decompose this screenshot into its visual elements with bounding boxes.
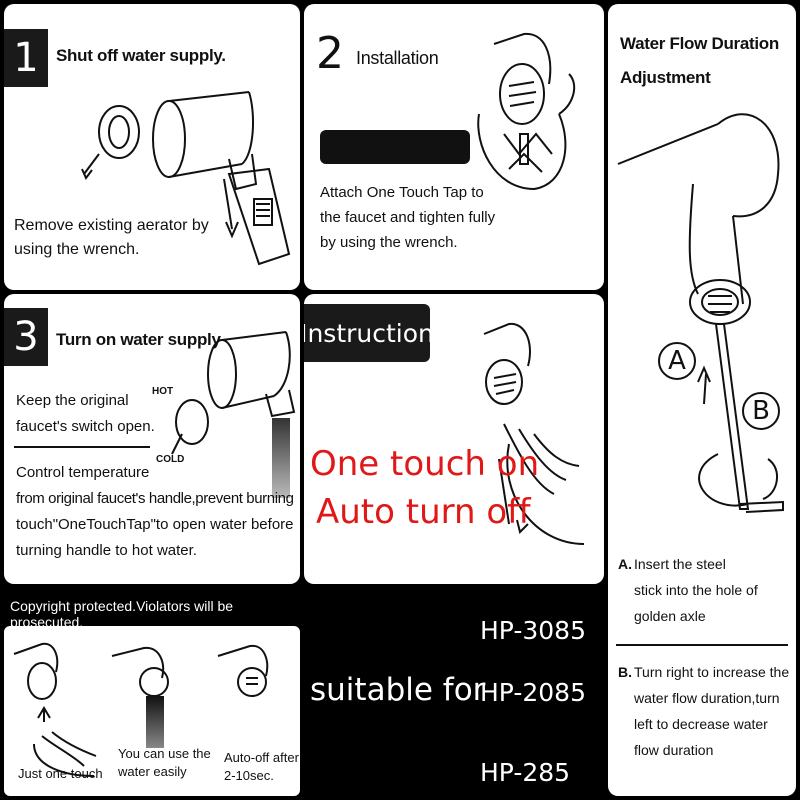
usage-panel: Just one touch You can use the water eas…	[4, 626, 300, 796]
adjustment-panel: Water Flow Duration Adjustment A B A. In…	[608, 4, 796, 796]
instruction-red-line1: One touch on	[310, 444, 540, 484]
step-b-prefix: B.	[618, 664, 632, 680]
hex-key-icon	[697, 323, 784, 513]
water-stream	[272, 418, 290, 498]
step-a-line2: stick into the hole of	[634, 582, 758, 598]
compat-section: suitable for HP-3085 HP-2085 HP-285	[304, 588, 608, 800]
step3-text-line1: Keep the original	[16, 392, 129, 409]
hand-icon	[13, 642, 169, 777]
step1-title: Shut off water supply.	[56, 46, 226, 65]
step2-panel: 2 Installation Attach One Touch Tap to t…	[304, 4, 604, 290]
step3-title: Turn on water supply	[56, 330, 221, 349]
installation-black-bar	[320, 130, 470, 164]
step1-number: 1	[4, 29, 48, 87]
step3-text-line6: turning handle to hot water.	[16, 542, 197, 559]
suitable-for-label: suitable for	[310, 672, 486, 708]
step-b-line3: left to decrease water	[634, 716, 768, 732]
adjustment-title-line1: Water Flow Duration	[620, 34, 779, 53]
step2-text-line2: the faucet and tighten fully	[320, 209, 496, 226]
faucet-icon	[217, 644, 269, 697]
hand-icon	[477, 32, 576, 191]
usage-caption2-line2: water easily	[118, 764, 187, 779]
hot-label: HOT	[152, 386, 174, 397]
faucet-icon	[171, 331, 296, 455]
step-b-line4: flow duration	[634, 742, 714, 758]
faucet-aerator-icon	[617, 113, 780, 325]
step-a-line3: golden axle	[634, 608, 706, 624]
step3-panel: 3 Turn on water supply Keep the original…	[4, 294, 300, 584]
step-a-line1: Insert the steel	[634, 556, 726, 572]
step2-text-line1: Attach One Touch Tap to	[320, 184, 484, 201]
adjustment-divider	[616, 644, 788, 646]
step2-text-line3: by using the wrench.	[320, 234, 458, 251]
model-hp-2085: HP-2085	[480, 678, 586, 707]
step2-number: 2	[310, 24, 350, 82]
step3-text-line4: from original faucet's handle,prevent bu…	[16, 490, 294, 507]
instruction-red-line2: Auto turn off	[316, 492, 531, 532]
step3-number: 3	[4, 308, 48, 366]
step-a-prefix: A.	[618, 556, 632, 572]
copyright-bar: Copyright protected.Violators will be pr…	[0, 588, 304, 630]
usage-caption2-line1: You can use the	[118, 746, 211, 761]
step3-text-line3: Control temperature	[16, 464, 150, 481]
instruction-panel: Instruction One touch on Auto turn off	[304, 294, 604, 584]
wrench-icon	[223, 167, 291, 266]
usage-caption3-line2: 2-10sec.	[224, 768, 274, 783]
step-b-line2: water flow duration,turn	[634, 690, 780, 706]
label-b-circle: B	[742, 392, 780, 430]
cold-label: COLD	[156, 454, 185, 465]
step3-text-line2: faucet's switch open.	[16, 418, 155, 435]
usage-caption3-line1: Auto-off after	[224, 750, 299, 765]
instruction-title: Instruction	[304, 304, 434, 362]
step1-text-line2: using the wrench.	[14, 241, 140, 258]
water-stream	[146, 696, 164, 748]
step-b-line1: Turn right to increase the	[634, 664, 790, 680]
hand-icon	[483, 322, 585, 545]
step2-title: Installation	[356, 48, 439, 68]
step1-panel: 1 Shut off water supply. Remove existing…	[4, 4, 300, 290]
step3-divider	[14, 446, 150, 448]
step1-text-line1: Remove existing aerator by	[14, 217, 209, 234]
model-hp-3085: HP-3085	[480, 616, 586, 645]
label-a-circle: A	[658, 342, 696, 380]
usage-caption1: Just one touch	[18, 766, 103, 781]
step3-text-line5: touch"OneTouchTap"to open water before	[16, 516, 294, 533]
model-hp-285: HP-285	[480, 758, 571, 787]
adjustment-title-line2: Adjustment	[620, 68, 711, 87]
faucet-icon	[81, 91, 258, 191]
